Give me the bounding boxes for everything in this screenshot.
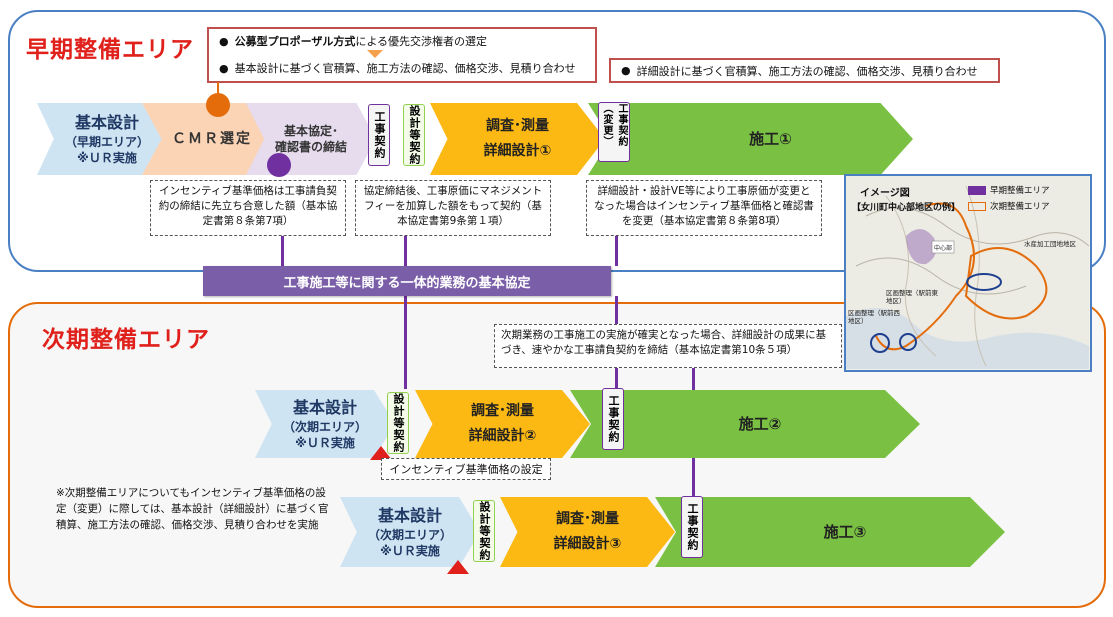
triangle-marker-2 [370,446,392,460]
design-contract-label-2: 設計等契約 [387,392,409,454]
label-west: 区画整理（駅前西地区） [848,309,900,325]
proposal-method-text: 公募型プロポーザル方式 [234,35,356,48]
work-contract-label: 工事契約 [368,104,390,166]
survey-detail-design-2-step: 調査･測量詳細設計② [415,390,590,458]
survey-detail-design-1-step: 調査･測量詳細設計① [430,103,605,175]
work-contract-label-2: 工事契約 [602,388,624,450]
ve-change-note: 詳細設計・設計VE等により工事原価が変更となった場合はインセンティブ基準価格と確… [586,180,822,236]
detail-design-negotiation-text: 詳細設計に基づく官積算、施工方法の確認、価格交渉、見積り合わせ [636,64,978,78]
incentive-setting-note: インセンティブ基準価格の設定 [381,458,551,480]
label-fishery: 水産加工団地地区 [1024,240,1076,248]
label-center: 中心部 [934,245,953,252]
legend-next-swatch [968,201,986,211]
map-inset: イメージ図 【女川町中心部地区の例】 早期整備エリア 次期整備エリア 水産加工団… [844,174,1092,372]
incentive-price-note: インセンティブ基準価格は工事請負契約の締結に先立ち合意した額（基本協定書第８条第… [150,180,346,236]
legend-early-swatch [968,185,986,195]
construction-2-step: 施工② [570,390,920,458]
down-arrow [367,50,383,58]
survey-detail-design-3-step: 調査･測量詳細設計③ [500,497,675,567]
basic-design-next-step-3: 基本設計（次期エリア）※ＵＲ実施 [340,497,480,567]
design-contract-label-3: 設計等契約 [473,500,495,562]
next-business-note: 次期業務の工事施工の実施が確実となった場合、詳細設計の成果に基づき、速やかな工事… [494,324,842,368]
agreement-step: 基本協定･確認書の締結 [246,103,376,175]
map-illustration [846,176,1089,369]
milestone-dot-purple [267,153,291,177]
milestone-dot-orange [206,93,230,117]
management-fee-note: 協定締結後、工事原価にマネジメントフィーを加算した額をもって契約（基本協定書第9… [355,180,551,236]
selection-process-box: ● 公募型プロポーザル方式による優先交渉権者の選定 ● 基本設計に基づく官積算、… [207,27,597,83]
map-subtitle: 【女川町中心部地区の例】 [852,203,961,213]
connector-line [404,296,407,389]
map-title: イメージ図 [860,188,910,199]
construction-1-step: 施工① [588,103,913,175]
work-contract-label-3: 工事契約 [681,496,703,558]
connector-line [615,236,618,266]
basic-agreement-bar: 工事施工等に関する一体的業務の基本協定 [203,266,611,296]
connector-line [281,236,284,266]
connector-line-orange [217,82,219,96]
connector-line [404,236,407,266]
legend-early: 早期整備エリア [968,184,1050,196]
early-area-title: 早期整備エリア [26,37,194,63]
design-contract-label: 設計等契約 [403,104,425,166]
legend-next: 次期整備エリア [968,200,1050,212]
work-contract-change-label: 工事契約（変更） [598,102,630,162]
label-east: 区画整理（駅前東地区） [886,289,938,305]
priority-selection-text: による優先交渉権者の選定 [355,35,488,48]
detail-negotiation-box: ● 詳細設計に基づく官積算、施工方法の確認、価格交渉、見積り合わせ [609,58,1000,83]
next-area-title: 次期整備エリア [42,327,210,353]
basic-design-negotiation-text: 基本設計に基づく官積算、施工方法の確認、価格交渉、見積り合わせ [234,62,576,75]
next-area-remark: ※次期整備エリアについてもインセンティブ基準価格の設定（変更）に際しては、基本設… [56,487,329,531]
triangle-marker-3 [447,560,469,574]
construction-3-step: 施工③ [655,497,1005,567]
